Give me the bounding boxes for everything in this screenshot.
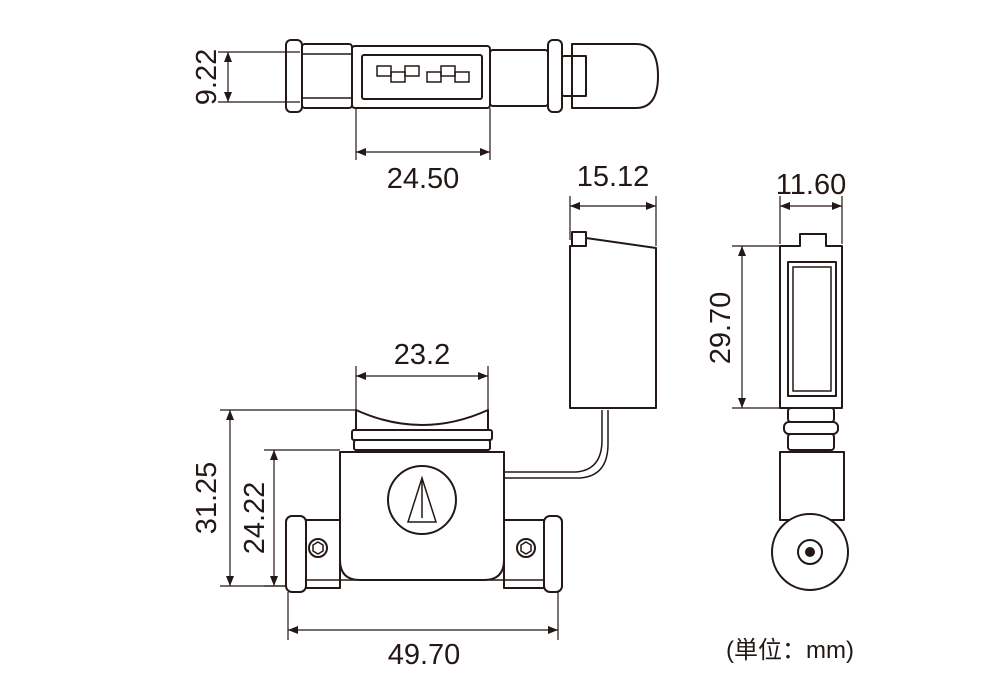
dim-label-saddle-width: 23.2	[394, 339, 450, 371]
side-pickup-window	[787, 261, 837, 397]
dim-side-height: 29.70	[705, 245, 800, 409]
top-view	[285, 39, 659, 113]
brand-logo-icon	[387, 465, 457, 535]
dim-label-pickup-width: 15.12	[577, 161, 650, 193]
dim-label-side-width: 11.60	[776, 169, 846, 201]
dim-top-width: 24.50	[355, 108, 491, 195]
front-pickup	[569, 231, 657, 409]
dim-label-front-overall-height: 31.25	[191, 462, 223, 535]
top-right-arm	[489, 49, 549, 107]
dim-front-overall-height: 31.25	[191, 409, 356, 587]
side-pickup-window-inner	[792, 266, 832, 392]
dim-label-side-height: 29.70	[705, 292, 737, 365]
dim-side-width: 11.60	[776, 169, 846, 244]
top-pickup	[571, 43, 659, 109]
top-housing-window	[361, 54, 483, 100]
front-right-clip	[543, 515, 563, 593]
top-left-clip	[285, 39, 303, 113]
front-saddle-ring	[353, 439, 491, 451]
dim-saddle-width: 23.2	[355, 339, 489, 410]
dim-label-top-height: 9.22	[191, 49, 223, 105]
side-view	[771, 233, 849, 591]
front-pickup-body	[569, 237, 657, 409]
front-right-screw-icon	[516, 538, 536, 558]
front-cable	[502, 410, 609, 479]
side-neck-ring	[783, 421, 839, 435]
front-view	[285, 409, 609, 593]
dim-front-overall-width: 49.70	[287, 592, 559, 671]
front-left-clip	[285, 515, 307, 593]
side-neck	[787, 433, 835, 451]
dim-label-front-overall-width: 49.70	[388, 639, 461, 671]
front-saddle-ring	[351, 429, 493, 441]
side-lower-body	[779, 451, 845, 521]
dim-top-height: 9.22	[191, 49, 300, 105]
dim-label-top-width: 24.50	[387, 163, 460, 195]
top-connector-pins	[376, 65, 470, 83]
unit-note: (単位：mm)	[726, 637, 854, 664]
side-base-jack-center	[805, 547, 815, 557]
side-neck	[787, 407, 835, 423]
front-left-screw-icon	[308, 538, 328, 558]
dim-label-front-body-height: 24.22	[239, 482, 271, 555]
front-cable	[502, 410, 603, 473]
top-right-clip	[547, 39, 563, 113]
top-pickup-tab	[571, 55, 587, 97]
dim-pickup-width: 15.12	[569, 161, 657, 246]
dim-front-body-height: 24.22	[239, 449, 340, 587]
front-saddle	[355, 409, 489, 431]
